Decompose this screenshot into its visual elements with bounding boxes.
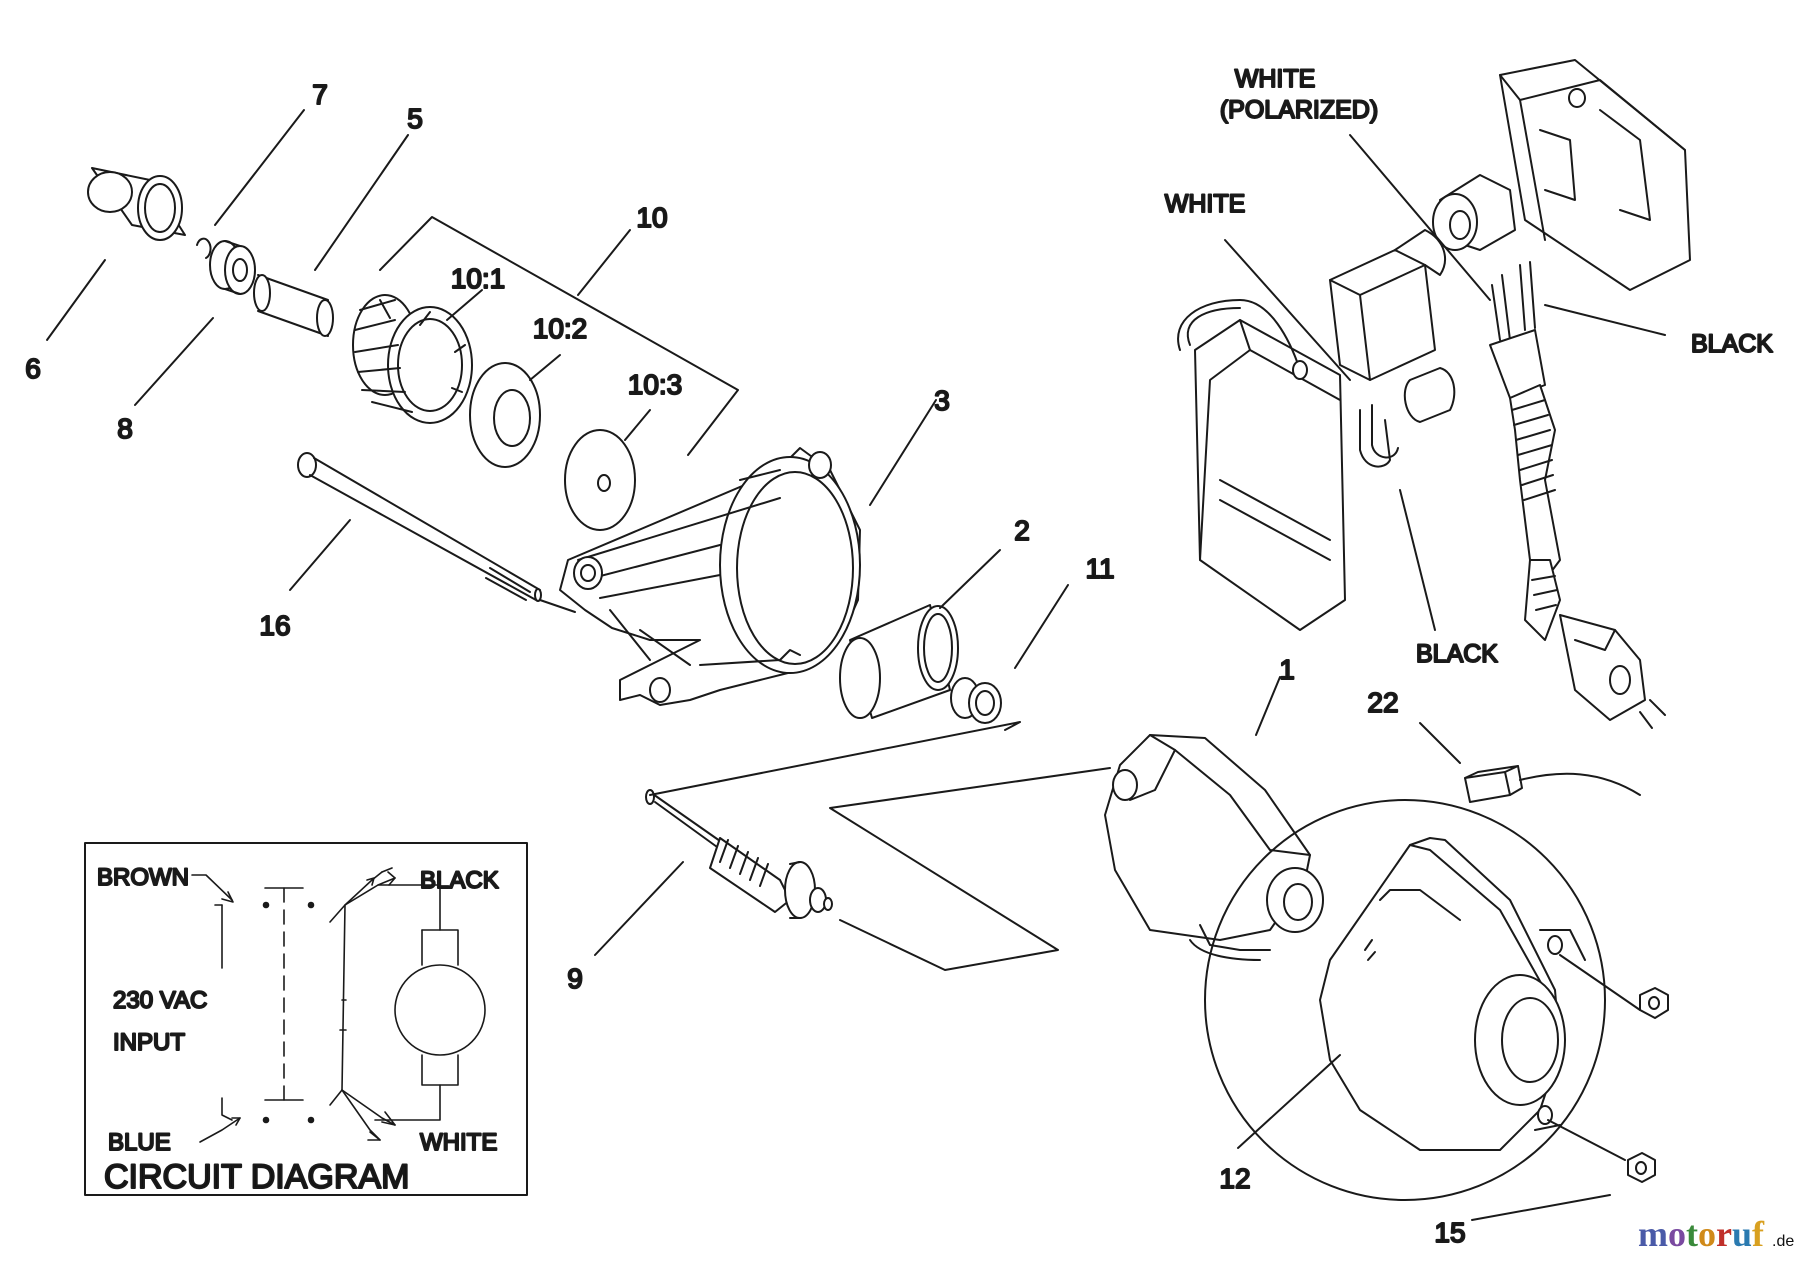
label-part-15: 15 [1434, 1217, 1465, 1248]
part-5-sleeve [253, 274, 334, 337]
hex-nut-upper [1639, 987, 1669, 1019]
circuit-label-blue: BLUE [108, 1129, 171, 1156]
assembly-guide-lines [649, 721, 1111, 971]
part-1-brush-housing [1104, 734, 1324, 961]
part-12-motor [1204, 799, 1641, 1201]
label-part-6: 6 [25, 353, 41, 384]
svg-text:.de: .de [1772, 1233, 1794, 1250]
circuit-diagram-inset: BROWN BLACK 230 VAC INPUT BLUE WHITE CIR… [84, 842, 528, 1197]
switch-leads [1359, 404, 1399, 468]
part-8-bearing [209, 240, 256, 295]
part-6-end-cap [87, 167, 186, 241]
label-white-polarized-line2: (POLARIZED) [1220, 96, 1378, 124]
circuit-label-white: WHITE [420, 1129, 497, 1156]
wire-labels: WHITE (POLARIZED) WHITE BLACK BLACK [1164, 64, 1775, 669]
circuit-diagram-title: CIRCUIT DIAGRAM [104, 1158, 409, 1196]
label-white-polarized-line1: WHITE [1235, 65, 1316, 93]
label-part-11: 11 [1085, 553, 1114, 584]
label-part-2: 2 [1014, 515, 1030, 546]
label-part-10-2: 10:2 [533, 313, 588, 344]
motoruf-watermark-logo: motoruf .de [1638, 1214, 1794, 1254]
circuit-schematic [191, 867, 486, 1143]
part-10-3-disc [564, 429, 636, 531]
label-part-3: 3 [934, 385, 950, 416]
part-11-grommet [950, 677, 1002, 724]
label-part-8: 8 [117, 413, 133, 444]
wire-nut [1403, 367, 1456, 423]
circuit-label-voltage-line2: INPUT [113, 1029, 185, 1056]
circuit-label-voltage-line1: 230 VAC [113, 987, 207, 1014]
label-black-upper: BLACK [1691, 330, 1773, 358]
label-part-9: 9 [567, 963, 583, 994]
label-part-10-3: 10:3 [628, 369, 683, 400]
strain-relief-bushing [1432, 174, 1516, 251]
circuit-label-brown: BROWN [97, 864, 189, 891]
label-part-1: 1 [1279, 654, 1295, 685]
switch-assembly [1177, 299, 1346, 631]
part-15-hex-nut [1627, 1152, 1656, 1183]
switch-cover [1499, 59, 1691, 291]
svg-text:motoruf: motoruf [1638, 1214, 1765, 1254]
circuit-label-black: BLACK [420, 867, 499, 894]
leader-lines [46, 109, 1666, 1221]
part-number-labels: 7 5 10 10:1 10:2 10:3 6 8 3 2 11 16 1 22… [24, 78, 1466, 1249]
label-part-10-1: 10:1 [451, 263, 506, 294]
part-10-bracket-lines [379, 216, 739, 456]
label-black-lower: BLACK [1416, 640, 1498, 668]
label-part-7: 7 [312, 79, 328, 110]
part-22-connector [1464, 765, 1641, 803]
switch-button [1329, 229, 1446, 381]
part-3-housing [559, 447, 861, 706]
label-part-22: 22 [1367, 687, 1398, 718]
part-16-through-bolt [297, 452, 576, 613]
label-white: WHITE [1165, 190, 1246, 218]
label-part-10: 10 [636, 202, 667, 233]
part-9-shaft [645, 789, 833, 919]
label-part-12: 12 [1219, 1163, 1250, 1194]
label-part-5: 5 [407, 103, 423, 134]
part-10-2-washer [469, 362, 541, 468]
power-cord [1489, 261, 1666, 729]
part-7-retaining-clip [196, 237, 212, 259]
label-part-16: 16 [259, 610, 290, 641]
part-2-coupling-sleeve [839, 604, 959, 719]
part-10-1-clutch-ring [352, 294, 473, 424]
